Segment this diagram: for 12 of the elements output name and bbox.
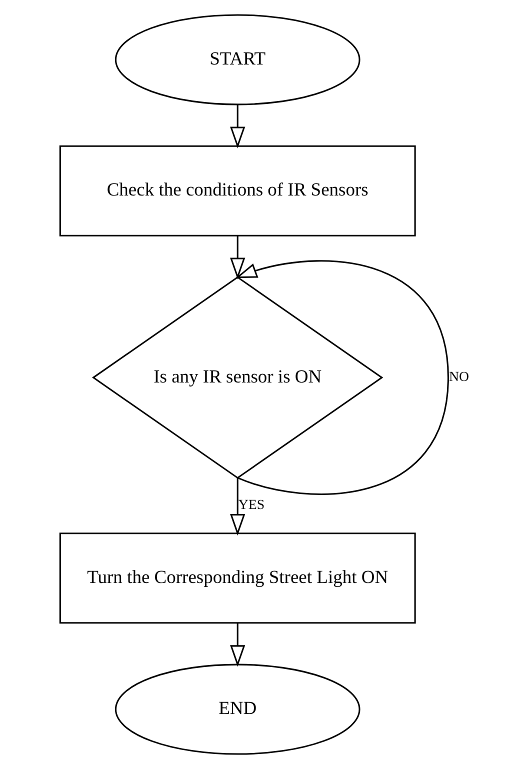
- arrow: [230, 236, 246, 280]
- arrow: [230, 478, 246, 536]
- node-ellipse: START: [114, 14, 360, 106]
- edge-label: NO: [449, 370, 470, 385]
- node-ellipse: END: [114, 664, 360, 755]
- arrow: [230, 623, 246, 667]
- arrow: [230, 104, 246, 148]
- node-box: Turn the Corresponding Street Light ON: [59, 532, 416, 624]
- edge-label: YES: [238, 498, 265, 514]
- node-diamond: Is any IR sensor is ON: [92, 276, 384, 479]
- arrow: [235, 260, 449, 495]
- node-box: Check the conditions of IR Sensors: [59, 145, 416, 236]
